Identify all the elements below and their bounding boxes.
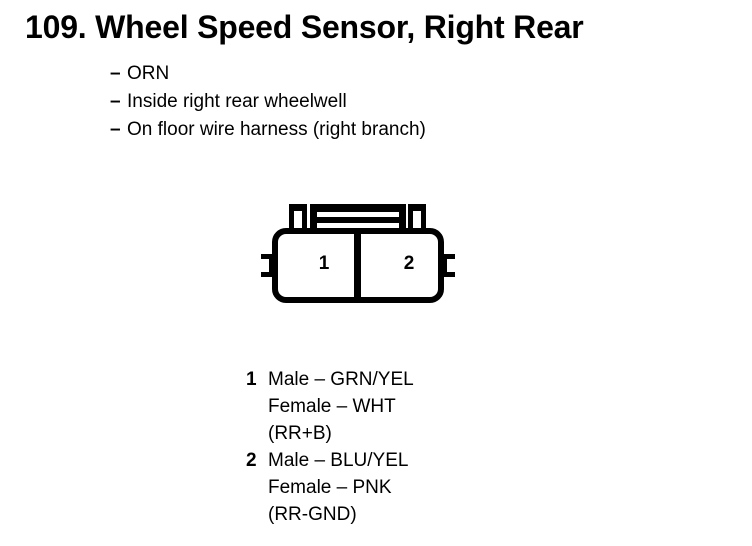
list-item-label: On floor wire harness (right branch) xyxy=(127,119,426,140)
dash-bullet: – xyxy=(110,119,121,140)
legend-entry: 1 Male – GRN/YEL Female – WHT (RR+B) xyxy=(246,366,414,447)
legend-line: (RR+B) xyxy=(268,423,332,444)
side-tab-left-icon xyxy=(261,254,274,277)
connector-diagram: 1 2 xyxy=(258,196,458,316)
legend-pin-details: Male – GRN/YEL Female – WHT (RR+B) xyxy=(268,366,414,447)
pin-legend: 1 Male – GRN/YEL Female – WHT (RR+B) 2 M… xyxy=(246,366,414,528)
list-item: – On floor wire harness (right branch) xyxy=(110,116,670,144)
cavity-divider xyxy=(354,229,361,302)
legend-pin-number: 2 xyxy=(246,450,257,471)
legend-line: Female – PNK xyxy=(268,477,392,498)
dash-bullet: – xyxy=(110,91,121,112)
cavity-number-2: 2 xyxy=(403,253,415,274)
description-list: – ORN – Inside right rear wheelwell – On… xyxy=(110,60,670,144)
legend-pin-number: 1 xyxy=(246,369,257,390)
legend-line: Female – WHT xyxy=(268,396,396,417)
side-tab-right-icon xyxy=(442,254,455,277)
list-item: – ORN xyxy=(110,60,670,88)
legend-line: Male – BLU/YEL xyxy=(268,450,409,471)
dash-bullet: – xyxy=(110,63,121,84)
latch-slot-lower xyxy=(317,223,399,228)
page-title: 109. Wheel Speed Sensor, Right Rear xyxy=(25,9,584,45)
legend-line: (RR-GND) xyxy=(268,504,357,525)
cavity-number-1: 1 xyxy=(318,253,330,274)
legend-entry: 2 Male – BLU/YEL Female – PNK (RR-GND) xyxy=(246,447,414,528)
list-item-label: Inside right rear wheelwell xyxy=(127,91,347,112)
legend-line: Male – GRN/YEL xyxy=(268,369,414,390)
list-item-label: ORN xyxy=(127,63,170,84)
list-item: – Inside right rear wheelwell xyxy=(110,88,670,116)
latch-slot-upper xyxy=(317,212,399,217)
legend-pin-details: Male – BLU/YEL Female – PNK (RR-GND) xyxy=(268,447,408,528)
